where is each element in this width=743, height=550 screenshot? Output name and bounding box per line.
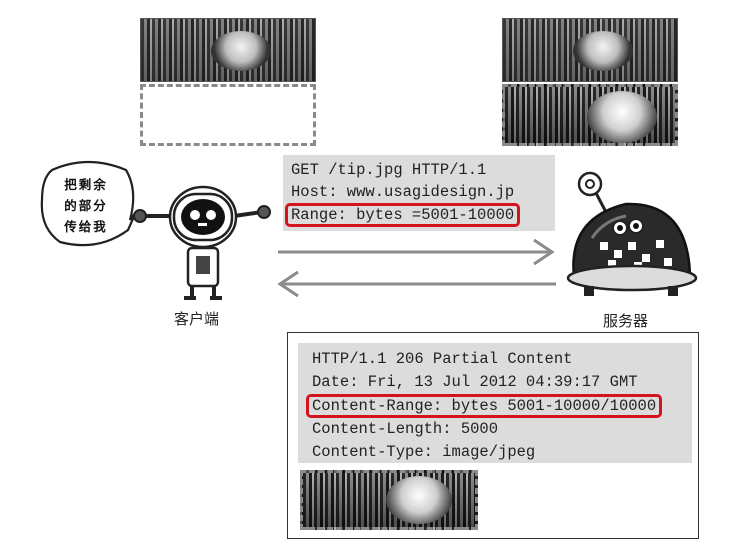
request-range-header: Range: bytes =5001-10000 (285, 203, 521, 227)
speech-line-3: 传给我 (64, 219, 108, 234)
server-robot-icon (566, 171, 698, 296)
client-image-partial (140, 18, 316, 146)
received-image-part (140, 18, 316, 82)
server-image-full (502, 18, 678, 146)
response-date-header: Date: Fri, 13 Jul 2012 04:39:17 GMT (312, 373, 638, 391)
speech-bubble-text: 把剩余 的部分 传给我 (48, 174, 124, 237)
server-image-first-part (502, 18, 678, 82)
response-content-range-header: Content-Range: bytes 5001-10000/10000 (306, 394, 663, 418)
request-headers: GET /tip.jpg HTTP/1.1 Host: www.usagides… (283, 155, 555, 231)
response-status-line: HTTP/1.1 206 Partial Content (312, 350, 573, 368)
speech-bubble (40, 160, 138, 247)
response-arrow-icon (277, 270, 556, 298)
response-panel: HTTP/1.1 206 Partial Content Date: Fri, … (287, 332, 699, 539)
response-headers: HTTP/1.1 206 Partial Content Date: Fri, … (298, 343, 692, 463)
client-label: 客户端 (174, 310, 220, 328)
response-image-part (300, 470, 478, 530)
response-content-length-header: Content-Length: 5000 (312, 420, 499, 438)
response-content-type-header: Content-Type: image/jpeg (312, 443, 536, 461)
request-line-1: GET /tip.jpg HTTP/1.1 (291, 161, 487, 179)
server-label: 服务器 (603, 312, 649, 330)
request-arrow-icon (278, 238, 555, 266)
speech-line-2: 的部分 (64, 198, 108, 213)
server-image-requested-part (502, 84, 678, 146)
missing-image-part (140, 84, 316, 146)
request-line-2: Host: www.usagidesign.jp (291, 183, 515, 201)
speech-line-1: 把剩余 (64, 177, 108, 192)
client-robot-icon (133, 185, 271, 300)
